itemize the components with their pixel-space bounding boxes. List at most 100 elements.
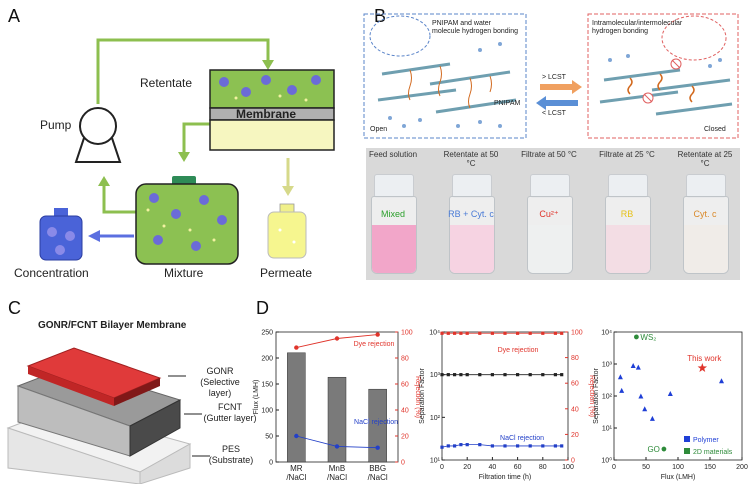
y-tick-label: 150 <box>261 382 273 389</box>
nacl-rejection-point <box>541 444 545 448</box>
vial-label: Filtrate at 25 °C <box>599 150 655 159</box>
vial-label: Filtrate at 50 °C <box>521 150 577 159</box>
concentration-label: Concentration <box>14 266 89 280</box>
category-label: /NaCl <box>327 473 347 482</box>
open-zoom-circle <box>369 15 431 57</box>
nacl-rejection-point <box>453 444 457 448</box>
graphene-sheets-open <box>377 62 517 114</box>
y2-tick-label: 20 <box>401 434 409 441</box>
dye-rejection-point <box>528 331 532 335</box>
vial-cap <box>452 174 492 198</box>
y-axis-label: Separation Factor <box>593 368 600 424</box>
y2-tick-label: 20 <box>571 432 579 439</box>
category-label: MnB <box>329 464 345 473</box>
flux-bar <box>287 352 306 463</box>
fcnt-layer-label: FCNT (Gutter layer) <box>200 402 260 424</box>
y-tick-label: 10¹ <box>602 426 613 433</box>
vial-cap <box>686 174 726 198</box>
this-work-annotation: This work <box>687 354 722 363</box>
separation-factor-point <box>541 373 545 377</box>
polymer-point <box>619 387 625 393</box>
x-tick-label: 0 <box>612 464 616 471</box>
dye-rejection-point <box>294 345 299 350</box>
y-tick-label: 10² <box>430 415 441 422</box>
dye-rejection-point <box>440 331 444 335</box>
vial-content-label: Cyt. c <box>693 209 717 219</box>
y2-tick-label: 80 <box>571 355 579 362</box>
closed-zoom-circle <box>661 15 727 61</box>
vial-body <box>527 196 573 274</box>
filtration-diagram <box>39 38 335 265</box>
panel-label-a: A <box>8 6 21 26</box>
nacl-rejection-point <box>503 444 507 448</box>
separation-factor-point <box>446 373 450 377</box>
y2-axis-label: Rejection (%) <box>414 376 421 418</box>
open-state-note: PNIPAM and water molecule hydrogen bondi… <box>432 20 519 35</box>
x-tick-label: 100 <box>672 464 684 471</box>
nacl-rejection-point <box>560 444 564 448</box>
separation-factor-point <box>440 373 444 377</box>
polymer-point <box>630 362 636 368</box>
vial-content-label: RB + Cyt. c <box>448 209 494 219</box>
x-tick-label: 100 <box>562 464 574 471</box>
fcnt-cross-section <box>129 399 181 457</box>
vial-body <box>605 196 651 274</box>
y-tick-label: 10³ <box>602 362 613 369</box>
x-tick-label: 80 <box>539 464 547 471</box>
nacl-rejection-point <box>553 444 557 448</box>
vial-liquid <box>606 225 650 273</box>
dye-rejection-point <box>465 331 469 335</box>
category-label: /NaCl <box>368 473 388 482</box>
nacl-rejection-point <box>440 445 444 449</box>
permeate-chamber <box>209 119 335 151</box>
fcnt-layer-role: (Gutter layer) <box>203 413 257 423</box>
pes-layer-name: PES <box>221 444 240 454</box>
legend-swatch-polymer <box>684 436 690 442</box>
arrow-down-icon <box>178 152 190 162</box>
flow-mixture-to-pump <box>102 182 136 214</box>
dye-rejection-point <box>459 331 463 335</box>
arrow-right-icon <box>572 80 582 94</box>
y2-tick-label: 60 <box>401 382 409 389</box>
gonr-layer-role: (Selective layer) <box>200 377 240 398</box>
dye-rejection-point <box>553 331 557 335</box>
nacl-rejection-point <box>294 433 299 439</box>
x-tick-label: 60 <box>514 464 522 471</box>
arrow-left-icon <box>88 230 100 242</box>
pump-label: Pump <box>40 118 72 132</box>
polymer-point <box>638 393 644 399</box>
arrow-down-icon <box>262 60 274 70</box>
x-axis-label: Filtration time (h) <box>479 474 532 481</box>
polymer-point <box>667 390 673 396</box>
flux-bar <box>368 388 387 463</box>
flow-retentate-return <box>182 122 214 156</box>
vial <box>448 174 495 274</box>
flux-bar <box>327 376 347 463</box>
dye-rejection-annotation: Dye rejection <box>354 341 395 348</box>
y2-axis-label: Rejection (%) <box>588 375 595 417</box>
category-label: BBG <box>369 464 386 473</box>
flow-pump-to-membrane <box>96 38 270 104</box>
y2-tick-label: 0 <box>401 460 405 467</box>
legend-swatch-2d-materials <box>684 448 690 454</box>
dye-rejection-point <box>446 331 450 335</box>
vial-content-label: Mixed <box>380 209 405 219</box>
y2-tick-label: 100 <box>571 330 583 337</box>
x-tick-label: 50 <box>642 464 650 471</box>
separation-factor-point <box>516 373 520 377</box>
permeate-label: Permeate <box>260 266 313 280</box>
panel-label-c: C <box>8 298 21 318</box>
vial-cap <box>608 174 648 198</box>
polymer-point <box>617 374 623 380</box>
vial-content-label: RB <box>620 209 634 219</box>
y-tick-label: 10⁴ <box>601 330 612 337</box>
polymer-point <box>719 378 725 384</box>
y2-tick-label: 0 <box>571 458 575 465</box>
vial-content-label: Cu²⁺ <box>539 209 559 219</box>
nacl-rejection-annotation: NaCl rejection <box>500 435 544 442</box>
nacl-rejection-point <box>459 443 463 447</box>
above-lcst-label: > LCST <box>542 74 566 81</box>
category-label: MR <box>290 464 303 473</box>
separation-factor-point <box>459 373 463 377</box>
